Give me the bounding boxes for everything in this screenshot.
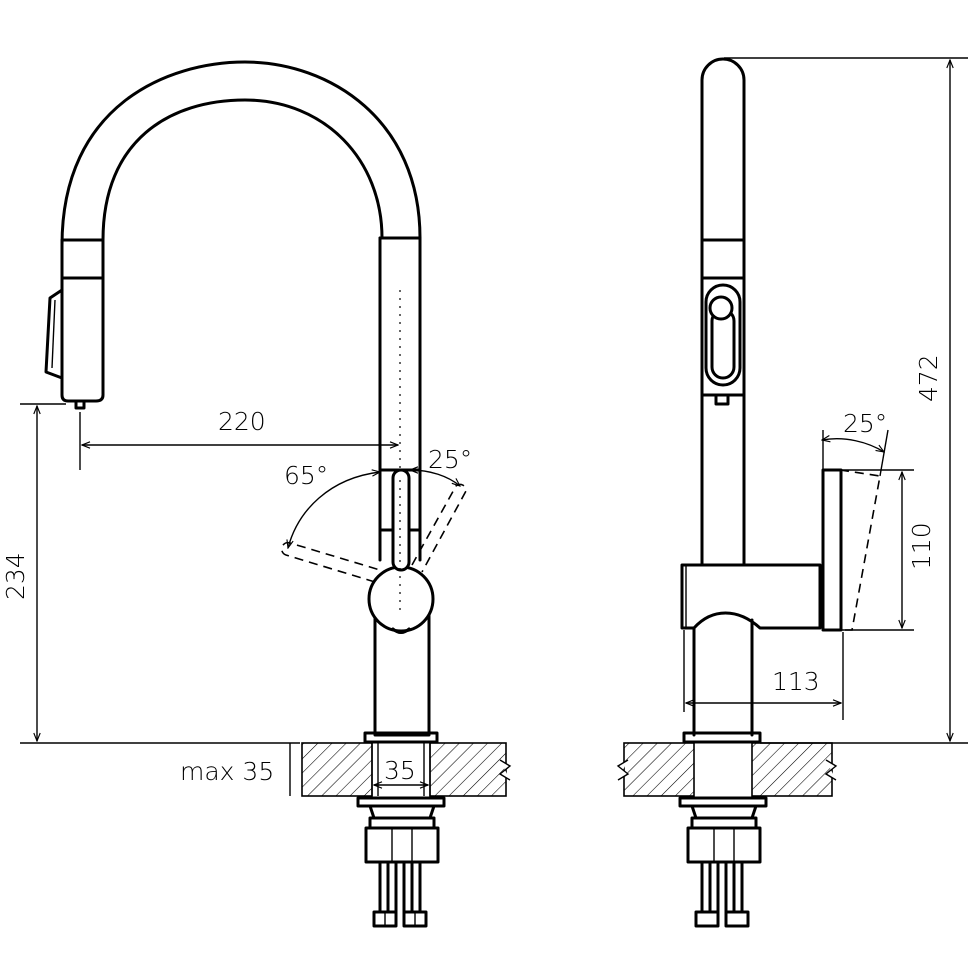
dim-25-label-side: 25° <box>843 409 887 438</box>
front-spray-nozzle <box>74 399 86 410</box>
side-view: 472 110 25° 113 <box>616 57 968 928</box>
dim-25-arc-side <box>822 439 884 452</box>
dim-25-label-front: 25° <box>428 445 472 474</box>
dim-110-label: 110 <box>907 522 936 570</box>
side-spray-toggle <box>708 295 734 321</box>
side-shank <box>686 826 762 864</box>
front-counter-right <box>429 742 507 797</box>
front-base-flange <box>363 731 439 744</box>
front-spray-button <box>44 288 64 380</box>
dim-65-arc <box>288 472 380 548</box>
front-spout-outer <box>60 60 422 247</box>
side-counter-left <box>623 742 695 797</box>
side-nozzle <box>714 393 730 406</box>
side-hose-nut-left <box>694 910 720 928</box>
front-mount-washer <box>356 796 446 808</box>
front-view: 220 234 65° 25° 35 max 35 <box>1 60 512 928</box>
dim-472-label: 472 <box>914 354 943 402</box>
front-hose-center <box>394 860 406 914</box>
front-lever-handle <box>391 468 411 572</box>
front-hose-right <box>410 860 422 914</box>
dim-max35-label: max 35 <box>180 757 274 786</box>
dim-35-label: 35 <box>384 756 416 785</box>
front-spout-inner <box>101 98 384 242</box>
dim-25-arc-front <box>410 470 460 486</box>
front-spray-head <box>60 238 105 403</box>
side-spout-tube <box>700 57 746 567</box>
front-lever-65-position <box>280 541 381 583</box>
side-hoses <box>700 860 744 914</box>
front-hose-left <box>378 860 390 914</box>
side-hose-nut-right <box>724 910 750 928</box>
front-counter-left <box>301 742 373 797</box>
dim-65-label: 65° <box>284 461 328 490</box>
side-lever-handle <box>821 468 843 632</box>
front-cartridge-knob <box>367 565 435 633</box>
side-mount-washer <box>678 796 768 808</box>
dim-234-label: 234 <box>1 552 30 600</box>
side-spray-button-outer <box>704 283 742 387</box>
front-spray-button-inner <box>51 299 56 369</box>
side-mixer-body <box>680 563 822 630</box>
front-shank <box>364 826 440 864</box>
side-lever-25-position <box>839 469 881 631</box>
front-counter-break <box>498 759 512 781</box>
front-lower-body <box>373 598 431 737</box>
side-counter-right <box>751 742 833 797</box>
dim-220-label: 220 <box>218 407 266 436</box>
front-knob-lip <box>391 627 411 634</box>
dim-113-label: 113 <box>772 667 820 696</box>
front-mount-nut <box>368 804 436 820</box>
side-base-flange <box>682 731 762 744</box>
